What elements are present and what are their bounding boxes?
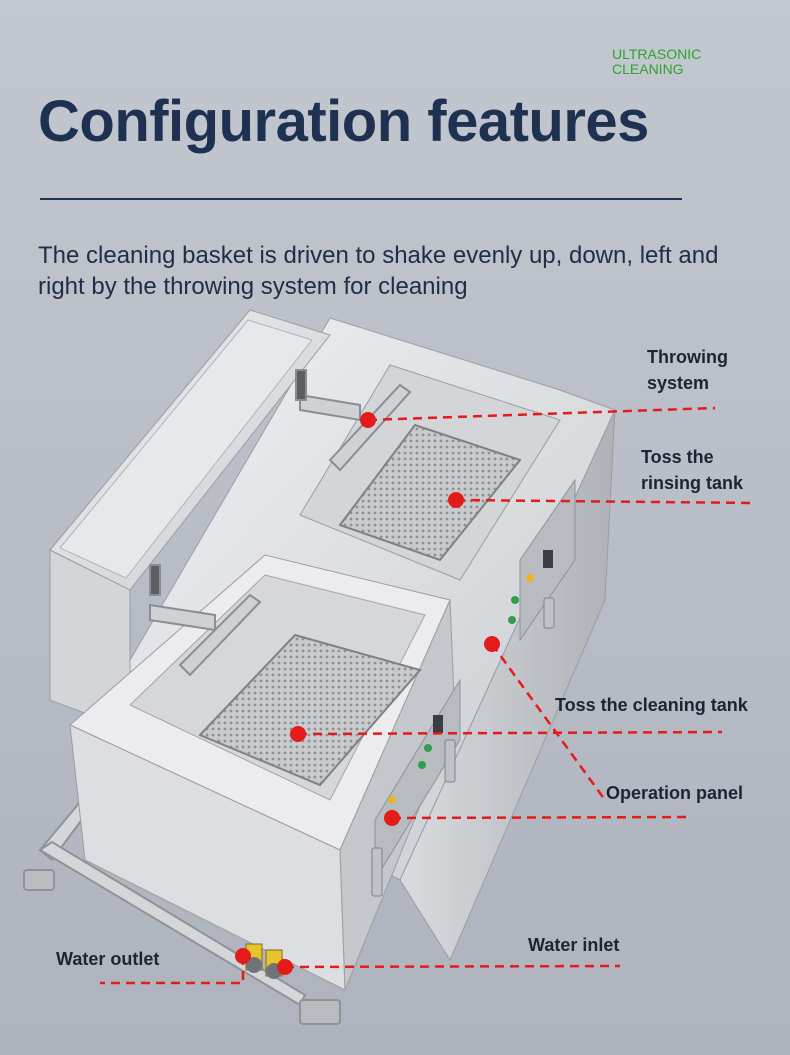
brand-logo-text: ULTRASONIC CLEANING [612, 46, 702, 77]
page-subtitle: The cleaning basket is driven to shake e… [38, 242, 719, 300]
label-water-outlet: Water outlet [56, 949, 160, 969]
page-title: Configuration features [38, 89, 649, 154]
cabinet-handles [371, 597, 555, 897]
marker-cleaning-tank [290, 726, 306, 742]
rinsing-basket [338, 423, 522, 562]
label-water-inlet: Water inlet [528, 935, 620, 955]
cleaning-basket [198, 633, 422, 787]
marker-water-outlet [235, 948, 251, 964]
callout-lines [100, 406, 756, 985]
marker-operation-panel [384, 810, 400, 826]
label-rinsing-tank: Toss the rinsing tank [641, 447, 744, 493]
control-panels [374, 478, 576, 882]
water-valves [245, 943, 283, 979]
label-operation-panel: Operation panel [606, 783, 744, 803]
callout-markers [235, 412, 500, 975]
marker-operation-panel-upper [484, 636, 500, 652]
marker-rinsing-tank [448, 492, 464, 508]
label-throwing-system: Throwing system [647, 347, 728, 393]
label-cleaning-tank: Toss the cleaning tank [555, 695, 748, 715]
title-divider [40, 198, 682, 200]
marker-throwing-system [360, 412, 376, 428]
marker-water-inlet [277, 959, 293, 975]
